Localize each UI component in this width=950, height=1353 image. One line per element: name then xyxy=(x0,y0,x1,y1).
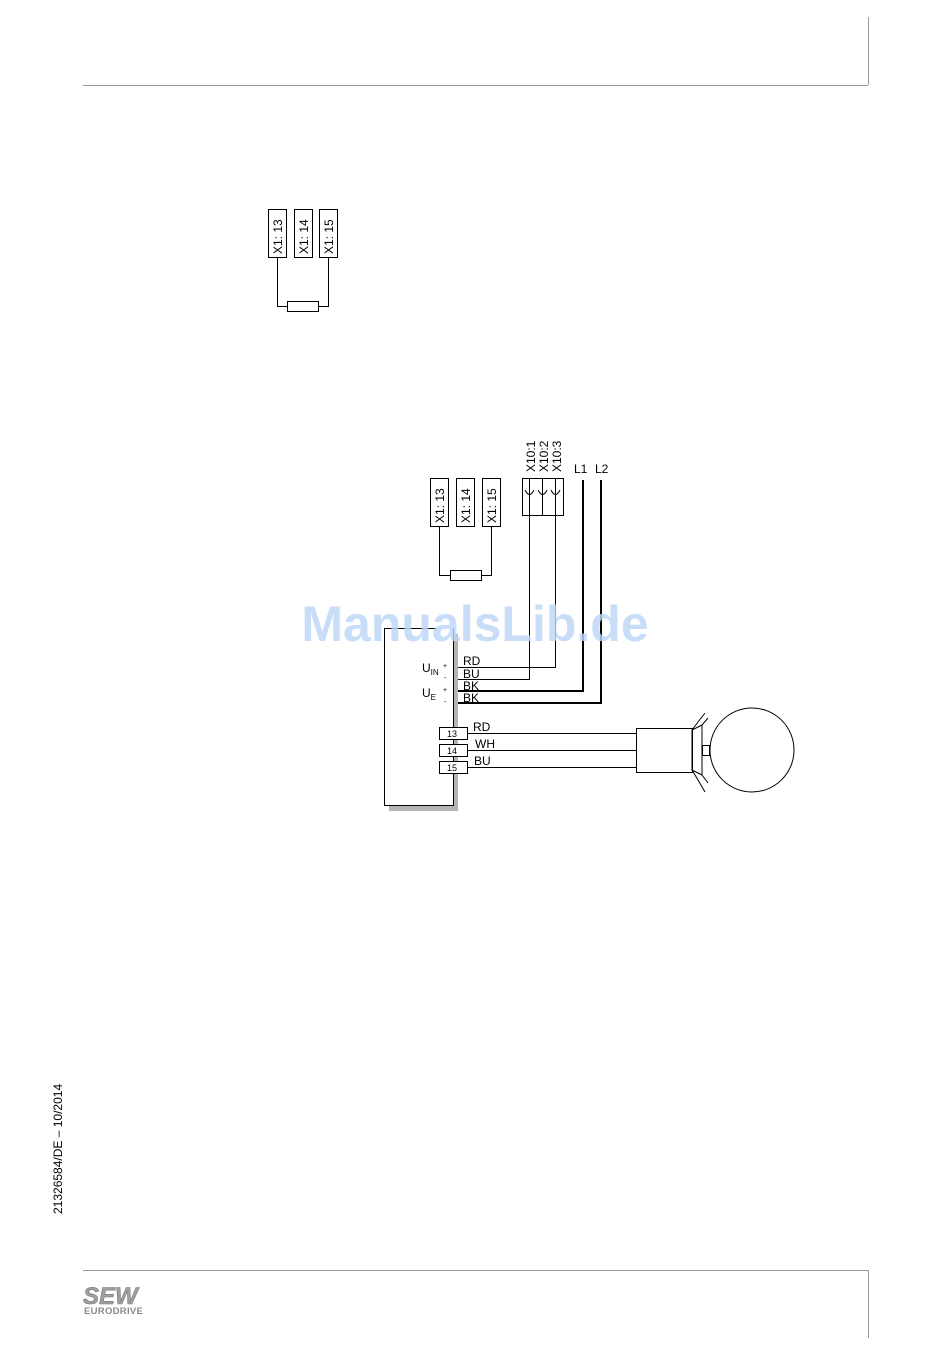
svg-text:15: 15 xyxy=(447,763,457,773)
motor-flange xyxy=(692,713,710,792)
motor-icon xyxy=(710,708,794,792)
wire-color-label: BK xyxy=(463,691,479,705)
diagram-1: X1: 13 X1: 14 X1: 15 xyxy=(269,210,338,312)
terminal-box: X1: 13 xyxy=(269,210,287,258)
supply-label-l2: L2 xyxy=(595,462,609,476)
svg-text:EURODRIVE: EURODRIVE xyxy=(84,1306,143,1317)
terminal-box: X1: 14 xyxy=(457,479,475,527)
doc-code: 21326584/DE – 10/2014 xyxy=(51,1084,65,1214)
terminal-label: X1: 15 xyxy=(485,488,499,523)
supply-label-l1: L1 xyxy=(574,462,588,476)
connector-label: X10:3 xyxy=(550,440,564,472)
terminal-label: X1: 14 xyxy=(297,219,311,254)
wire-color-label: RD xyxy=(463,654,481,668)
terminal-label: X1: 13 xyxy=(271,219,285,254)
terminal-box: X1: 13 xyxy=(431,479,449,527)
resistor xyxy=(288,302,319,312)
polarity-mark: + xyxy=(443,687,447,694)
encoder-housing xyxy=(637,729,693,773)
wire-color-label: BU xyxy=(474,754,491,768)
svg-text:14: 14 xyxy=(447,746,457,756)
watermark: ManualsLib.de xyxy=(301,596,648,652)
sensor-pin: 13 xyxy=(440,728,468,740)
sensor-pin: 15 xyxy=(440,762,468,774)
sensor-pin: 14 xyxy=(440,745,468,757)
wire-color-label: RD xyxy=(473,720,491,734)
wire-color-label: WH xyxy=(475,737,495,751)
terminal-box: X1: 15 xyxy=(320,210,338,258)
terminal-label: X1: 13 xyxy=(433,488,447,523)
footer-rule xyxy=(83,1270,869,1338)
terminal-label: X1: 15 xyxy=(322,219,336,254)
resistor-wire xyxy=(440,527,492,576)
resistor-wire xyxy=(278,258,329,307)
x10-connector xyxy=(523,478,564,516)
terminal-box: X1: 14 xyxy=(295,210,313,258)
header-rule xyxy=(83,17,869,86)
sew-logo: SEW EURODRIVE xyxy=(83,1283,143,1317)
svg-text:13: 13 xyxy=(447,729,457,739)
terminal-label: X1: 14 xyxy=(459,488,473,523)
connector-label: X10:1 xyxy=(524,440,538,472)
resistor xyxy=(451,571,482,581)
connector-label: X10:2 xyxy=(537,440,551,472)
terminal-box: X1: 15 xyxy=(483,479,501,527)
polarity-mark: + xyxy=(443,663,447,670)
